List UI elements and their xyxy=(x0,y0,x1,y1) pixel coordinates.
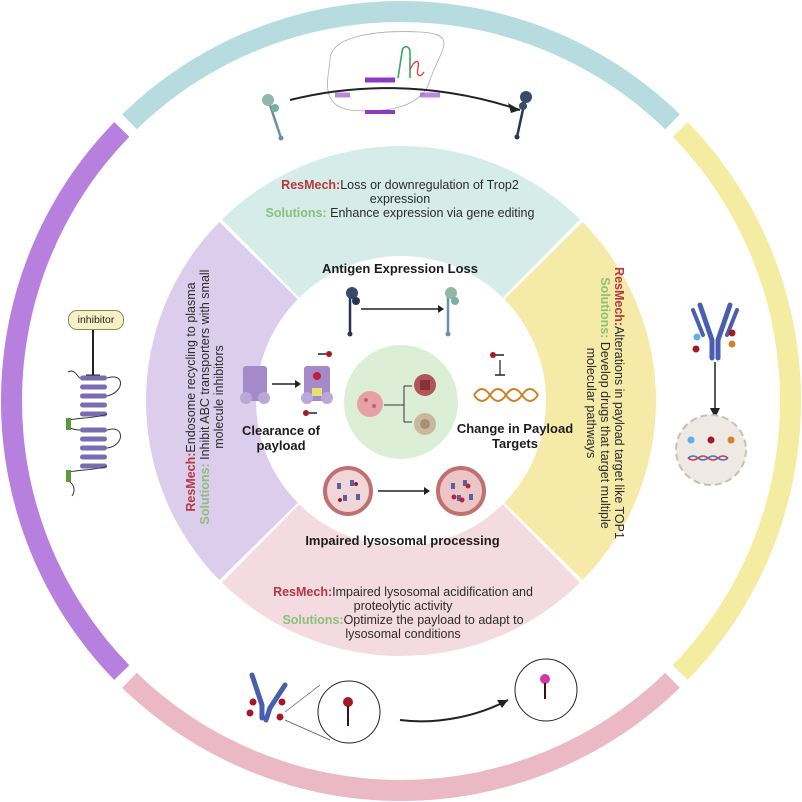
payload-clearance-icon xyxy=(240,351,333,416)
crispr-complex-icon xyxy=(289,31,521,114)
solutions-text: Enhance expression via gene editing xyxy=(330,206,535,220)
transmembrane-helix xyxy=(80,411,107,417)
change-in-payload-targets-title: Change in Payload Targets xyxy=(456,421,574,451)
transmembrane-helix xyxy=(80,375,107,381)
resmech-label: ResMech: xyxy=(281,178,341,192)
right-sector-text: ResMech:Alterations in payload target li… xyxy=(584,258,626,548)
resmech-text: Loss or downregulation of Trop2 expressi… xyxy=(340,178,519,206)
dna-payload-target-icon xyxy=(473,352,539,402)
antigen-expression-loss-title: Antigen Expression Loss xyxy=(321,261,479,276)
top-sector-text: ResMech:Loss or downregulation of Trop2 … xyxy=(250,178,550,220)
bottom-sector-text: ResMech:Impaired lysosomal acidification… xyxy=(258,585,548,641)
inner-sector-right xyxy=(504,221,656,581)
abc-transporter-icon xyxy=(66,330,121,497)
transmembrane-helix xyxy=(80,436,107,442)
transporter-loops xyxy=(67,370,121,497)
resmech-text: Alterations in payload target like TOP1 xyxy=(612,326,626,539)
solutions-text: Develop drugs that target multiple molec… xyxy=(584,341,612,529)
adc-payload-modification-icon xyxy=(246,658,578,744)
left-sector-text: ResMech:Endosome recycling to plasma Sol… xyxy=(184,247,226,547)
trop2-receptor-high-icon xyxy=(514,91,532,140)
solutions-text: Optimize the payload to adapt to lysosom… xyxy=(343,613,524,641)
inner-sector-top xyxy=(221,146,581,298)
clearance-of-payload-title: Clearance of payload xyxy=(241,423,321,453)
solutions-text: Inhibit ABC transporters with small mole… xyxy=(198,269,226,460)
transmembrane-helix xyxy=(80,384,107,390)
tumor-cell-fate-icon xyxy=(357,374,436,435)
adc-multi-payload-icon xyxy=(675,302,747,486)
solutions-label: Solutions: xyxy=(282,613,344,627)
resmech-label: ResMech: xyxy=(612,267,626,327)
transmembrane-helix xyxy=(80,402,107,408)
transmembrane-helix xyxy=(80,445,107,451)
transmembrane-helix xyxy=(80,427,107,433)
solutions-label: Solutions: xyxy=(198,463,212,525)
solutions-label: Solutions: xyxy=(598,277,612,339)
transmembrane-helix xyxy=(80,463,107,469)
resmech-text: Endosome recycling to plasma xyxy=(184,282,198,453)
outer-ring-left-segment xyxy=(1,122,130,680)
antigen-loss-icon xyxy=(346,287,459,337)
resmech-label: ResMech: xyxy=(273,585,333,599)
resmech-label: ResMech: xyxy=(184,452,198,512)
outer-ring-right-segment xyxy=(672,122,801,680)
trop2-receptor-low-icon xyxy=(262,94,284,141)
impaired-lysosomal-processing-title: Impaired lysosomal processing xyxy=(305,533,500,548)
inhibitor-label: inhibitor xyxy=(68,310,124,330)
inner-sector-bottom xyxy=(221,504,581,656)
solutions-label: Solutions: xyxy=(265,206,327,220)
transmembrane-helix xyxy=(80,393,107,399)
lysosome-before-icon xyxy=(323,466,373,516)
resmech-text: Impaired lysosomal acidification and pro… xyxy=(332,585,533,613)
lysosome-after-icon xyxy=(436,466,486,516)
transmembrane-helix xyxy=(80,454,107,460)
outer-ring-top-segment xyxy=(122,1,680,130)
outer-ring-bottom-segment xyxy=(122,672,680,801)
inner-sector-left xyxy=(146,221,298,581)
